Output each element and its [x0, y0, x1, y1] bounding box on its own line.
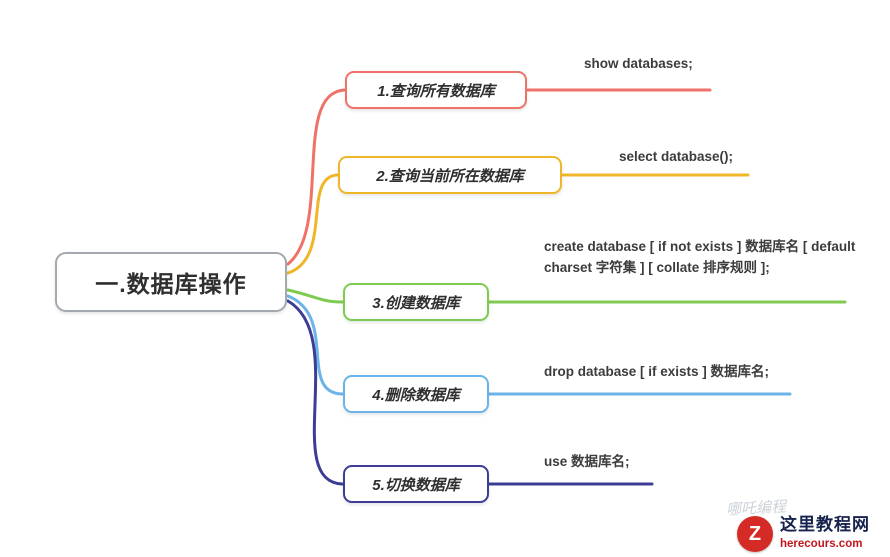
- branch-node-label: 1.查询所有数据库: [377, 82, 495, 100]
- branch-node-label: 3.创建数据库: [372, 294, 460, 312]
- branch-node-label: 4.删除数据库: [372, 386, 460, 404]
- leaf-code-4[interactable]: drop database [ if exists ] 数据库名;: [544, 364, 770, 379]
- branch-curve-1: [286, 88, 346, 266]
- watermark-logo-icon: Z: [737, 516, 773, 552]
- branch-node-4[interactable]: 4.删除数据库: [343, 375, 489, 413]
- leaf-code-5[interactable]: use 数据库名;: [544, 454, 630, 469]
- branch-node-label: 5.切换数据库: [372, 476, 460, 494]
- watermark-site-url: herecours.com: [780, 537, 863, 550]
- branch-node-5[interactable]: 5.切换数据库: [343, 465, 489, 503]
- leaf-code-1[interactable]: show databases;: [584, 56, 693, 71]
- leaf-code-2[interactable]: select database();: [619, 149, 734, 164]
- watermark-site-name: 这里教程网: [780, 515, 870, 534]
- branch-curve-3: [286, 288, 344, 304]
- root-node-label: 一.数据库操作: [95, 271, 247, 297]
- branch-node-1[interactable]: 1.查询所有数据库: [345, 71, 527, 109]
- branch-node-label: 2.查询当前所在数据库: [376, 167, 524, 185]
- branch-node-2[interactable]: 2.查询当前所在数据库: [338, 156, 562, 194]
- branch-curve-2: [286, 173, 339, 275]
- branch-curve-4: [286, 294, 344, 396]
- branch-node-3[interactable]: 3.创建数据库: [343, 283, 489, 321]
- leaf-code-3[interactable]: create database [ if not exists ] 数据库名 […: [544, 239, 856, 275]
- root-node[interactable]: 一.数据库操作: [55, 252, 287, 312]
- branch-curve-5: [286, 299, 344, 486]
- watermark-text: 这里教程网 herecours.com: [780, 515, 870, 550]
